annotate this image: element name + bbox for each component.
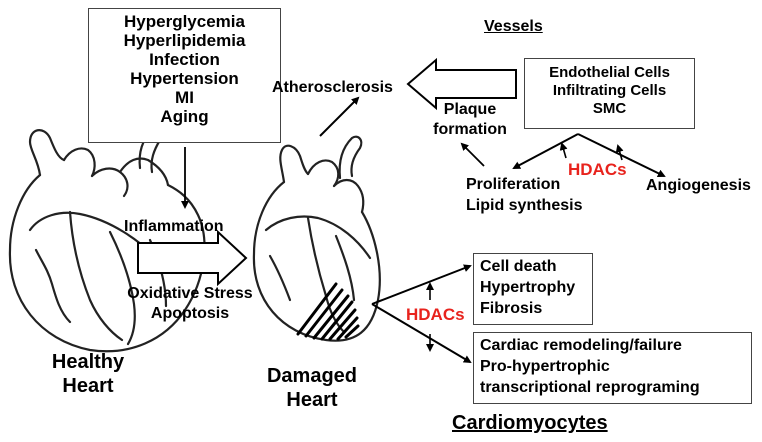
vessel-cell-type: SMC (592, 100, 627, 117)
vessel-cell-type: Infiltrating Cells (552, 82, 667, 99)
risk-factors-list: Hyperglycemia Hyperlipidemia Infection H… (88, 12, 281, 126)
cardio-effects-box-1 (473, 253, 593, 325)
risk-factor: MI (175, 88, 194, 108)
proliferation-to-plaque-arrow (460, 142, 485, 167)
vessel-cell-type: Endothelial Cells (549, 64, 670, 81)
heart-line: Heart (286, 389, 338, 411)
heart-to-effects1-line (371, 264, 472, 305)
formation-line: formation (433, 121, 507, 138)
risk-factor: Hyperlipidemia (123, 31, 246, 51)
risk-factor: Infection (149, 50, 220, 70)
heart-line: Heart (62, 375, 114, 397)
cardio-effects-list-2: Cardiac remodeling/failure Pro-hypertrop… (480, 336, 700, 398)
vessel-to-proliferation-line (512, 133, 579, 169)
plaque-hollow-arrow (406, 57, 517, 111)
proliferation-line: Proliferation (466, 176, 561, 193)
vessel-hdacs-label: HDACs (568, 160, 627, 179)
vessel-hdac-arrow-right (615, 144, 624, 161)
cell-death-line: Cell death (480, 258, 557, 275)
vessel-cells-box (524, 58, 695, 129)
vessels-title: Vessels (484, 18, 543, 35)
angiogenesis-label: Angiogenesis (646, 177, 751, 194)
proliferation-label: Proliferation Lipid synthesis (466, 175, 582, 217)
cardio-effects-list-1: Cell death Hypertrophy Fibrosis (480, 257, 575, 319)
healthy-heart-label: Healthy Heart (38, 350, 138, 398)
atherosclerosis-label: Atherosclerosis (272, 79, 393, 96)
hypertrophy-line: Hypertrophy (480, 278, 576, 296)
lipid-synthesis-line: Lipid synthesis (466, 196, 583, 214)
plaque-formation-label: Plaque formation (420, 100, 520, 140)
apoptosis-line: Apoptosis (150, 305, 230, 322)
cardio-effects-box-2 (473, 332, 752, 404)
oxidative-stress-line: Oxidative Stress (127, 285, 253, 302)
stress-apoptosis-label: Oxidative Stress Apoptosis (116, 284, 264, 324)
heart-to-atherosclerosis-arrow (319, 96, 360, 137)
vessel-cells-list: Endothelial Cells Infiltrating Cells SMC (524, 64, 695, 118)
transcriptional-reprograming-line: transcriptional reprograming (480, 378, 700, 396)
inflammation-hollow-arrow (137, 229, 248, 287)
risk-factors-box (88, 8, 281, 143)
fibrosis-line: Fibrosis (480, 299, 543, 317)
cardio-hdacs-label: HDACs (406, 305, 465, 324)
damage-hatching (296, 282, 360, 341)
healthy-line: Healthy (51, 351, 125, 373)
damaged-line: Damaged (266, 365, 358, 387)
heart-to-effects2-line (371, 303, 472, 364)
damaged-heart-label: Damaged Heart (262, 364, 362, 412)
vessel-hdac-arrow-left (559, 142, 568, 159)
cardiac-remodeling-line: Cardiac remodeling/failure (480, 337, 682, 354)
pro-hypertrophic-line: Pro-hypertrophic (480, 357, 610, 375)
plaque-line: Plaque (443, 101, 497, 118)
inflammation-label: Inflammation (124, 218, 224, 235)
risk-factor: Aging (160, 107, 209, 127)
risk-factor: Hypertension (130, 69, 239, 89)
cardiomyocytes-title: Cardiomyocytes (452, 412, 608, 434)
risk-factor: Hyperglycemia (124, 12, 245, 31)
